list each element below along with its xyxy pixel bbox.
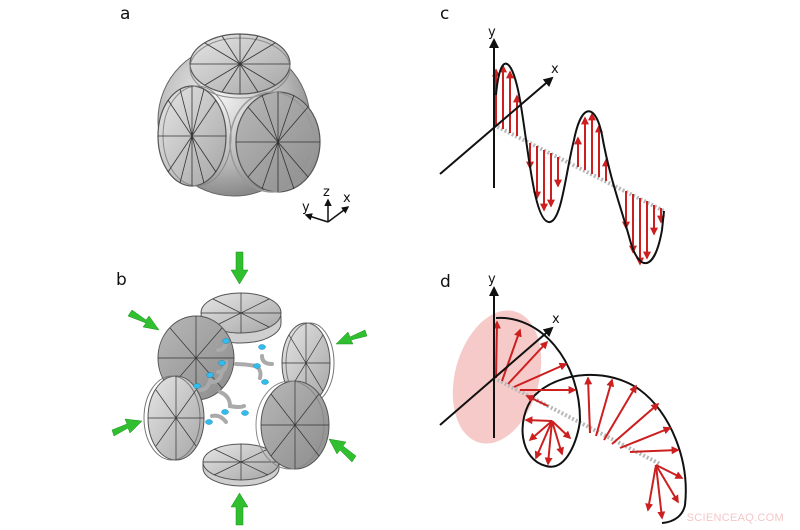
exploded-disk-bottom (202, 443, 280, 487)
exploded-disk-left (143, 375, 205, 461)
x-axis (439, 76, 554, 175)
sphere-disk-left (157, 85, 232, 187)
panel-label-c: c (440, 4, 450, 24)
axis-z-label: z (323, 185, 330, 200)
panel-b-exploded (111, 251, 368, 526)
panel-a-axis-triad: z y x (302, 185, 351, 223)
axis-y-label-d: y (488, 272, 496, 287)
axis-x-label: x (343, 191, 351, 206)
sphere-disk-top (189, 33, 291, 99)
panel-label-d: d (440, 272, 451, 292)
axis-y-label-c: y (488, 25, 496, 40)
panel-d-rotating-wave: y x (439, 272, 687, 524)
rotating-field-arrows (492, 320, 684, 520)
panel-label-b: b (116, 270, 127, 290)
panel-a-sphere (157, 33, 321, 197)
watermark: SCIENCEAQ.COM (686, 512, 784, 524)
axis-x-label-c: x (551, 62, 559, 77)
x-axis-d (439, 326, 554, 426)
sphere-disk-right (229, 91, 321, 193)
axis-x-label-d: x (552, 312, 560, 327)
connector-caps (193, 338, 269, 425)
field-arrows (492, 64, 665, 266)
green-arrows (111, 251, 368, 526)
exploded-disk-right-lower (255, 380, 330, 470)
panel-label-a: a (120, 4, 131, 24)
axis-y-label: y (302, 200, 310, 215)
sine-envelope (495, 62, 665, 265)
panel-c-linear-wave: y x (439, 25, 665, 266)
